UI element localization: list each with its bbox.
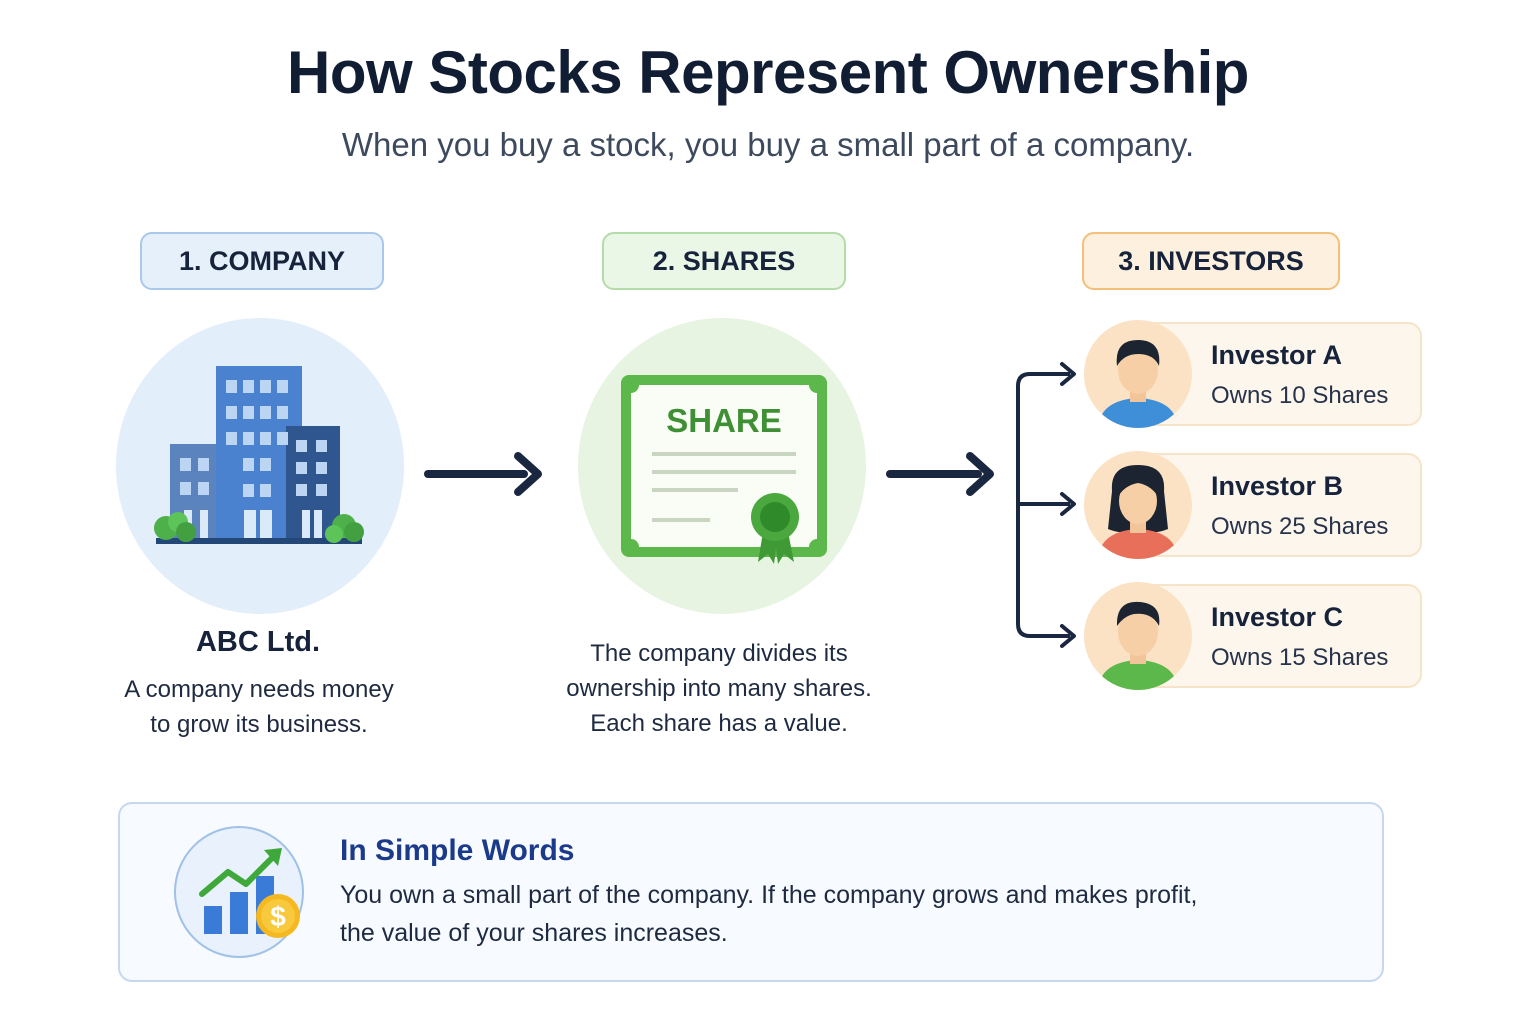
arrow-right-icon [886,452,994,496]
person-icon [1084,451,1192,559]
company-name: ABC Ltd. [195,626,321,658]
certificate-title: SHARE [666,402,782,439]
shares-description: The company divides its ownership into m… [566,640,872,737]
investor-name-a: Investor A [1211,340,1343,370]
step-label-company: 1. COMPANY [140,232,384,290]
step-label-shares: 2. SHARES [602,232,846,290]
page-subtitle: When you buy a stock, you buy a small pa… [341,126,1195,163]
company-description: A company needs money to grow its busine… [124,676,394,738]
growth-chart-dollar-icon: $ [199,848,300,938]
person-icon [1084,582,1192,690]
office-building-icon [154,366,364,544]
investor-name-b: Investor B [1211,471,1344,501]
summary-text: You own a small part of the company. If … [340,881,1198,947]
summary-box [118,802,1384,982]
arrow-right-icon [424,452,542,496]
person-icon [1084,320,1192,428]
summary-title: In Simple Words [340,834,575,867]
page-title: How Stocks Represent Ownership [287,39,1249,106]
investor-name-c: Investor C [1211,602,1344,632]
svg-text:$: $ [270,901,286,932]
investor-shares-a: Owns 10 Shares [1211,382,1389,409]
investor-card-c [1134,584,1422,688]
investor-shares-b: Owns 25 Shares [1211,513,1389,540]
investor-shares-c: Owns 15 Shares [1211,644,1389,671]
step-label-investors: 3. INVESTORS [1082,232,1340,290]
branch-connector [1016,362,1076,648]
share-certificate-icon: SHARE [621,375,827,564]
